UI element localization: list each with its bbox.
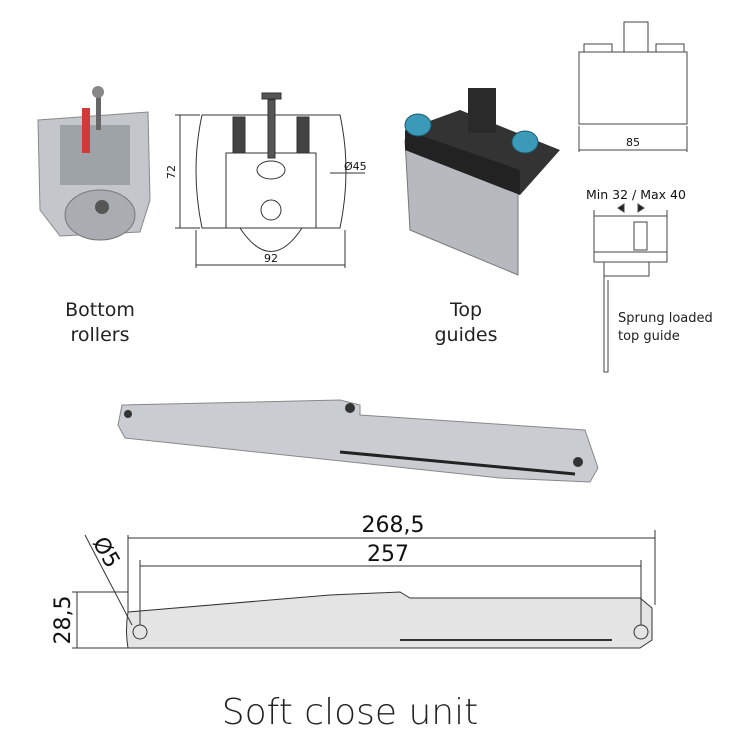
bottom-rollers-label-line1: Bottom <box>65 299 135 321</box>
soft-close-photo <box>117 399 599 483</box>
dim-hole-spacing: 257 <box>367 542 409 567</box>
soft-close-title: Soft close unit <box>221 692 479 733</box>
top-guides-label: Top guides <box>406 298 526 348</box>
dim-wheel-diameter: Ø45 <box>344 160 367 173</box>
sprung-guide-note: Sprung loaded top guide <box>618 310 713 346</box>
dim-unit-height: 28,5 <box>51 596 76 645</box>
bottom-roller-drawing <box>175 92 365 268</box>
adjust-range-label: Min 32 / Max 40 <box>586 187 686 202</box>
top-guides-label-line2: guides <box>434 324 498 346</box>
dim-overall-length: 268,5 <box>362 513 425 538</box>
top-guide-photo <box>404 88 560 276</box>
dim-hole-diameter: Ø5 <box>87 533 124 573</box>
dim-roller-width: 92 <box>264 252 278 265</box>
sprung-note-line2: top guide <box>618 329 680 344</box>
top-guide-side-drawing <box>593 203 668 373</box>
bottom-roller-photo <box>37 86 151 241</box>
top-guide-front-drawing <box>578 21 688 152</box>
sprung-note-line1: Sprung loaded <box>618 311 713 326</box>
soft-close-drawing <box>72 530 656 649</box>
dim-guide-width: 85 <box>626 136 640 149</box>
bottom-rollers-label: Bottom rollers <box>40 298 160 348</box>
bottom-rollers-label-line2: rollers <box>70 324 130 346</box>
top-guides-label-line1: Top <box>449 299 483 321</box>
dim-roller-height: 72 <box>165 165 178 179</box>
